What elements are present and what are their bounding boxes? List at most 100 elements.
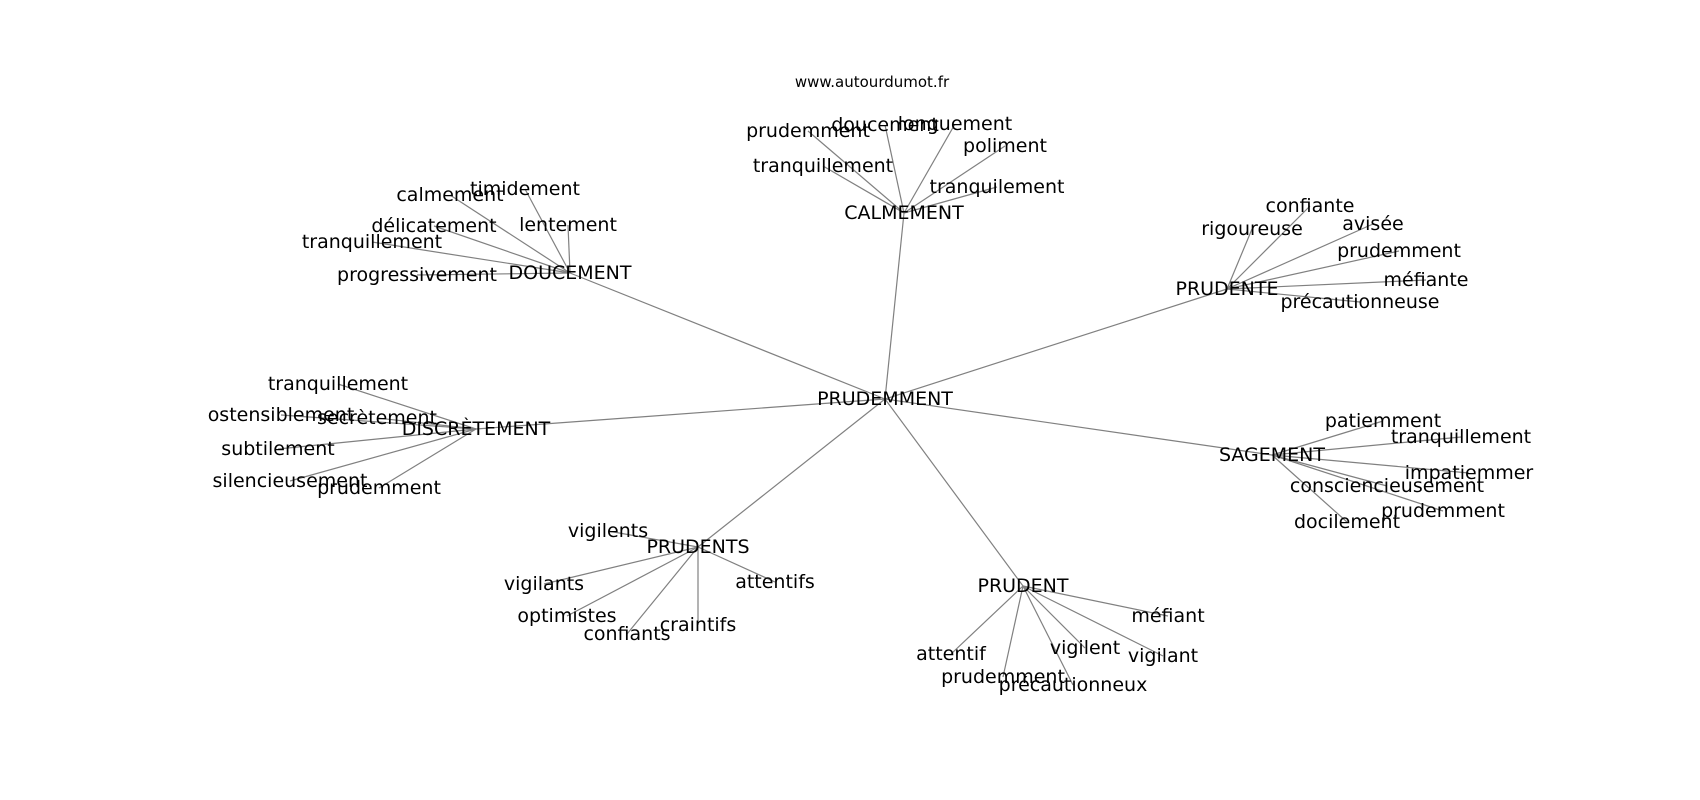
word-node[interactable]: prudemment (317, 477, 441, 499)
word-node[interactable]: subtilement (221, 438, 334, 460)
word-node[interactable]: attentif (916, 643, 987, 665)
edge-hub-to-word (371, 241, 571, 274)
word-node[interactable]: précautionneux (999, 674, 1148, 696)
word-node[interactable]: consciencieusement (1290, 475, 1484, 497)
edge-center-to-hub (884, 288, 1228, 400)
word-node[interactable]: vigilant (1128, 645, 1198, 667)
word-node[interactable]: poliment (963, 135, 1047, 157)
edge-hub-to-word (626, 546, 699, 635)
word-node[interactable]: méfiante (1384, 269, 1469, 291)
edge-hub-to-word (416, 272, 571, 276)
word-node[interactable]: vigilent (1050, 637, 1120, 659)
word-node[interactable]: doucement (831, 114, 939, 136)
edge-hub-to-word (277, 428, 477, 450)
edge-hub-to-word (697, 546, 776, 583)
word-node[interactable]: longuement (898, 113, 1012, 135)
edge-hub-to-word (1022, 585, 1074, 686)
edge-hub-to-word (1002, 585, 1024, 678)
hub-node[interactable]: CALMEMENT (844, 202, 964, 224)
edge-hub-to-word (1226, 223, 1374, 290)
word-node[interactable]: secrètement (317, 407, 437, 429)
edge-hub-to-word (433, 225, 571, 274)
hub-node[interactable]: DOUCEMENT (509, 262, 632, 284)
edge-center-to-hub (884, 398, 1273, 456)
hub-node[interactable]: PRUDENTE (1175, 278, 1278, 300)
edge-hub-to-word (822, 165, 905, 214)
word-node[interactable]: délicatement (371, 215, 496, 237)
edges-layer (277, 123, 1470, 686)
word-node[interactable]: tranquillement (268, 373, 408, 395)
hub-node[interactable]: DISCRÈTEMENT (402, 417, 551, 440)
edge-hub-to-word (903, 123, 956, 214)
word-node[interactable]: docilement (1294, 511, 1400, 533)
edge-center-to-hub (884, 398, 1024, 587)
edge-hub-to-word (1226, 288, 1361, 303)
hub-node[interactable]: PRUDENTS (646, 536, 749, 558)
word-node[interactable]: patiemment (1325, 410, 1441, 432)
word-node[interactable]: silencieusement (213, 470, 368, 492)
edge-hub-to-word (1271, 436, 1462, 456)
edge-hub-to-word (1271, 420, 1384, 456)
word-node[interactable]: prudemment (941, 666, 1065, 688)
edge-hub-to-word (1271, 454, 1444, 512)
edge-hub-to-word (1271, 454, 1470, 474)
word-node[interactable]: calmement (396, 184, 503, 206)
edge-hub-to-word (566, 546, 699, 617)
word-node[interactable]: timidement (470, 178, 580, 200)
word-node[interactable]: prudemment (1381, 500, 1505, 522)
word-node[interactable]: tranquillement (753, 155, 893, 177)
word-node[interactable]: confiante (1266, 195, 1355, 217)
edge-hub-to-word (378, 428, 477, 489)
edge-hub-to-word (1226, 279, 1427, 290)
edge-hub-to-word (1226, 250, 1400, 290)
hub-node[interactable]: SAGEMENT (1219, 444, 1325, 466)
word-node[interactable]: ostensiblement (208, 404, 355, 426)
hub-node[interactable]: PRUDENT (977, 575, 1068, 597)
word-node[interactable]: vigilants (504, 573, 584, 595)
edge-hub-to-word (1022, 585, 1169, 617)
edge-hub-to-word (376, 417, 477, 430)
edge-hub-to-word (1226, 205, 1311, 290)
edge-center-to-hub (884, 212, 905, 400)
edge-center-to-hub (697, 398, 886, 548)
edge-hub-to-word (337, 383, 477, 430)
edge-hub-to-word (1271, 454, 1388, 487)
word-node[interactable]: impatiemmer (1405, 462, 1534, 484)
word-node[interactable]: vigilents (568, 520, 648, 542)
labels-layer: PRUDEMMENTCALMEMENTprudemmentdoucementlo… (208, 113, 1534, 696)
edge-hub-to-word (524, 188, 571, 274)
word-node[interactable]: lentement (519, 214, 617, 236)
edge-hub-to-word (280, 414, 477, 430)
edge-hub-to-word (1022, 585, 1086, 649)
word-node[interactable]: rigoureuse (1201, 218, 1303, 240)
edge-hub-to-word (607, 530, 699, 548)
edge-hub-to-word (289, 428, 477, 482)
word-node[interactable]: tranquillement (302, 231, 442, 253)
word-node[interactable]: méfiant (1131, 605, 1204, 627)
word-node[interactable]: prudemment (1337, 240, 1461, 262)
word-node[interactable]: craintifs (660, 614, 737, 636)
edge-hub-to-word (884, 124, 905, 214)
edge-hub-to-word (449, 194, 571, 274)
center-node[interactable]: PRUDEMMENT (817, 388, 953, 410)
word-node[interactable]: prudemment (746, 120, 870, 142)
edge-hub-to-word (567, 224, 571, 274)
word-node[interactable]: précautionneuse (1280, 291, 1439, 313)
word-node[interactable]: attentifs (735, 571, 815, 593)
edge-hub-to-word (1226, 228, 1253, 290)
edge-hub-to-word (1022, 585, 1164, 657)
word-node[interactable]: confiants (583, 623, 670, 645)
word-node[interactable]: tranquillement (1391, 426, 1531, 448)
edge-hub-to-word (950, 585, 1024, 655)
edge-hub-to-word (903, 186, 998, 214)
edge-center-to-hub (475, 398, 886, 430)
edge-hub-to-word (807, 130, 905, 214)
word-node[interactable]: optimistes (517, 605, 616, 627)
edge-hub-to-word (543, 546, 699, 585)
edge-hub-to-word (1271, 454, 1348, 523)
word-node[interactable]: tranquilement (930, 176, 1065, 198)
source-url: www.autourdumot.fr (795, 73, 950, 91)
word-node[interactable]: progressivement (337, 264, 497, 286)
word-node[interactable]: avisée (1342, 213, 1403, 235)
